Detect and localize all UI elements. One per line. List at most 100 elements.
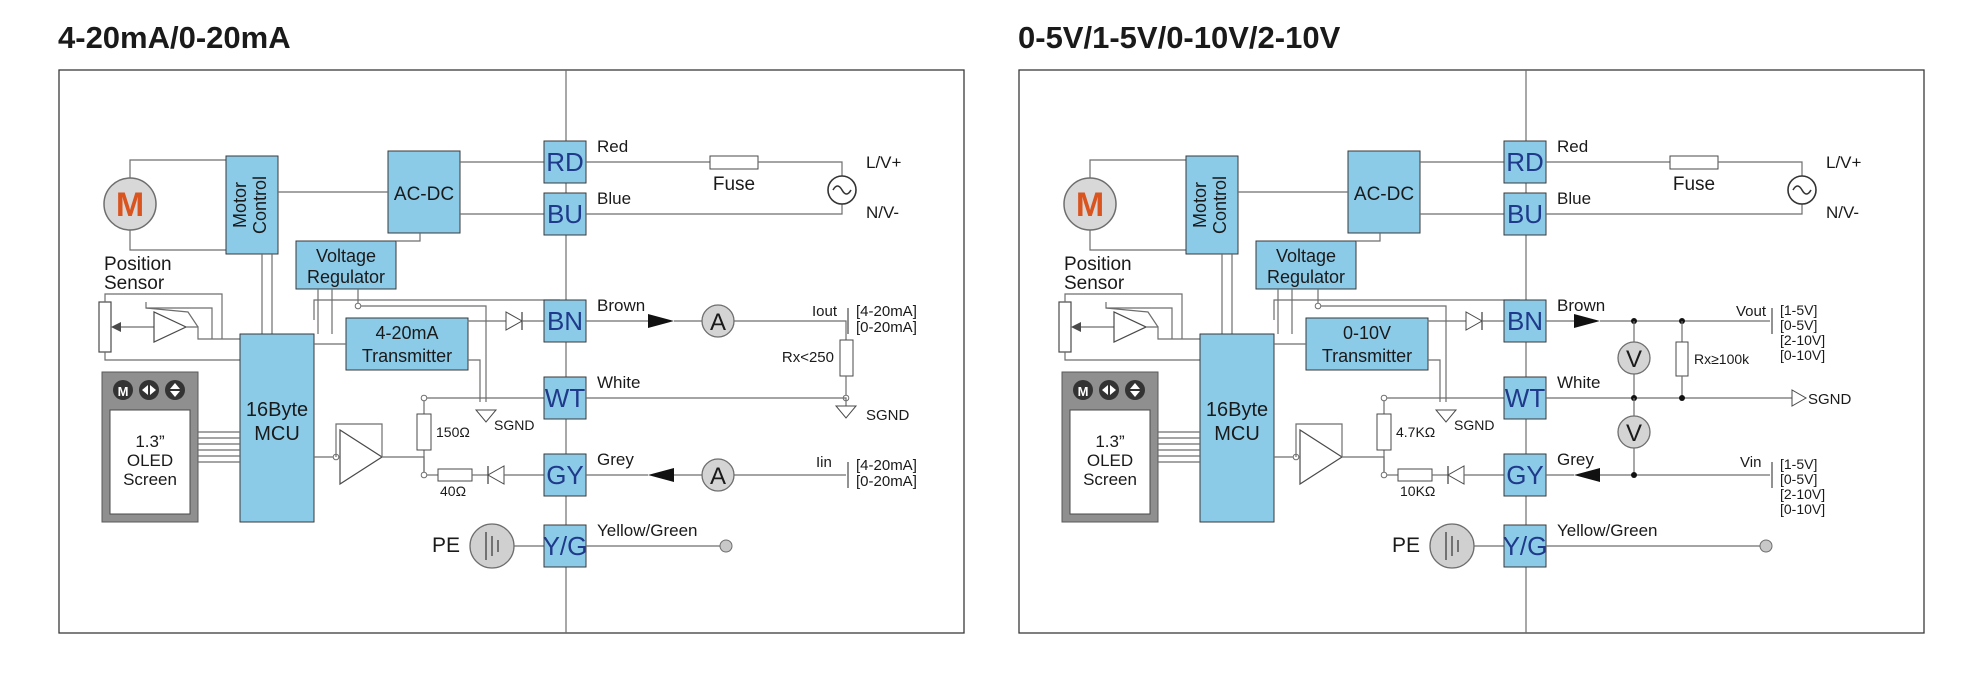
up-arrow-icon (170, 383, 180, 389)
wire-label-2: Blue (597, 189, 631, 208)
nv-minus-label: N/V- (866, 203, 899, 222)
wire-label-2: Blue (1557, 189, 1591, 208)
voltage-regulator-label-line-1: Voltage (1276, 246, 1336, 266)
left-arrow-icon (1102, 385, 1108, 395)
resistor-2-label: 40Ω (440, 483, 466, 499)
grey-diode-icon (1446, 465, 1465, 485)
amp-to-mcu-wire (186, 326, 240, 340)
sensor-amplifier-icon (1113, 311, 1148, 343)
vout-range-line-4: [0-10V] (1780, 347, 1825, 363)
lv-plus-label: L/V+ (866, 153, 902, 172)
load-label: Rx≥100k (1694, 351, 1750, 367)
amp-feedback-wire (335, 423, 383, 457)
fuse-icon (709, 155, 759, 170)
fuse-label: Fuse (1673, 174, 1715, 195)
vin-range-line-2: [0-5V] (1780, 471, 1817, 487)
amp-output-wire (1342, 456, 1385, 475)
nv-minus-label: N/V- (1826, 203, 1859, 222)
mcu-block (239, 333, 315, 523)
resistor-1-icon (1376, 413, 1392, 451)
transmitter-label-line-1: 0-10V (1343, 323, 1391, 343)
panel-2-title: 0-5V/1-5V/0-10V/2-10V (1018, 20, 1341, 55)
position-sensor-wiper-arrow (111, 322, 121, 332)
sgnd-symbol-2 (834, 405, 858, 419)
voltage-regulator-label-line-2: Regulator (1267, 267, 1345, 287)
lv-plus-label: L/V+ (1826, 153, 1862, 172)
load-label: Rx<250 (782, 349, 834, 366)
transmitter-to-diode-wire (1427, 320, 1466, 322)
voltage-regulator-block (1255, 240, 1357, 290)
brown-arrow-icon (1574, 314, 1600, 328)
wire-label-4: White (597, 373, 640, 392)
motor-control-label-line-1: Motor (230, 182, 250, 228)
motor-control-label-line-2: Control (1210, 176, 1230, 234)
ac-dc-block (387, 150, 461, 234)
grey-arrow-icon (648, 468, 674, 482)
resistor-1-icon (416, 413, 432, 451)
terminal-label-5: GY (546, 460, 584, 490)
transmitter-sgnd-wire (1428, 359, 1441, 402)
sensor-bottom-wire (1064, 352, 1200, 361)
mcu-label-line-1: 16Byte (1206, 399, 1268, 421)
ac-dc-block (1347, 150, 1421, 234)
menu-button-icon (113, 380, 133, 400)
wire-label-3: Brown (597, 296, 645, 315)
fuse-label: Fuse (713, 174, 755, 195)
terminal-bn (1503, 299, 1547, 343)
left-right-button-icon (139, 380, 159, 400)
terminal-gy (1503, 453, 1547, 497)
resistor-2-icon (437, 468, 473, 482)
terminal-label-5: GY (1506, 460, 1544, 490)
up-down-button-icon (1125, 380, 1145, 400)
resistor-bottom-node (1380, 471, 1388, 479)
vout-range-line-3: [2-10V] (1780, 332, 1825, 348)
sgnd-symbol-1 (474, 409, 498, 423)
oled-label-line-3: Screen (1083, 470, 1137, 489)
right-arrow-icon (1110, 385, 1116, 395)
vin-range-line-4: [0-10V] (1780, 501, 1825, 517)
load-resistor-icon (839, 339, 854, 377)
motor-wire-top (1089, 159, 1186, 178)
diagram-frame (1018, 69, 1925, 634)
down-arrow-icon (1130, 391, 1140, 397)
load-resistor-icon (1675, 341, 1689, 377)
mcu-bus-wire (1273, 299, 1520, 320)
wire-label-4: White (1557, 373, 1600, 392)
vin-range-line-3: [2-10V] (1780, 486, 1825, 502)
down-arrow-icon (170, 391, 180, 397)
position-sensor-label-line-1: Position (104, 254, 172, 275)
right-arrow-icon (150, 385, 156, 395)
sgnd-label-1: SGND (494, 417, 534, 433)
wire-label-1: Red (1557, 137, 1588, 156)
transmitter-label-line-2: Transmitter (362, 346, 452, 366)
ammeter-out-label: A (710, 309, 726, 336)
oled-label-line-3: Screen (123, 470, 177, 489)
ac-source-wave (1792, 185, 1812, 195)
terminal-label-4: WT (1505, 383, 1546, 413)
regulator-feed-wire (396, 233, 421, 242)
mcu-bus-wire (313, 299, 560, 320)
oled-label-line-2: OLED (1087, 451, 1133, 470)
brown-diode-icon (1465, 311, 1484, 331)
motor-wire-bottom (129, 230, 226, 251)
input-amplifier-icon (339, 428, 384, 486)
sensor-feedback-wire (145, 302, 213, 339)
oled-screen (109, 409, 191, 515)
white-node-2 (1679, 395, 1685, 401)
transmitter-sgnd-wire (468, 359, 481, 402)
iin-range-line-1: [4-20mA] (856, 457, 917, 474)
up-arrow-icon (1130, 383, 1140, 389)
sensor-bottom-wire (104, 352, 240, 361)
fuse-to-source-wire (1718, 161, 1803, 176)
sgnd-label-2: SGND (1808, 391, 1852, 408)
position-sensor-label-line-1: Position (1064, 254, 1132, 275)
terminal-label-4: WT (545, 383, 586, 413)
voltmeter-in-label: V (1626, 420, 1642, 447)
resistor-top-node (1380, 394, 1388, 402)
vin-label: Vin (1740, 454, 1761, 471)
